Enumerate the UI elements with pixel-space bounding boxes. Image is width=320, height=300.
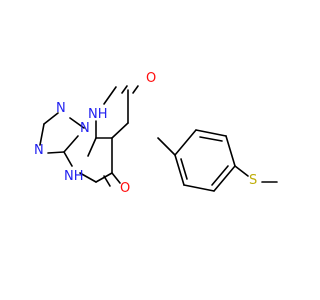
bond-c5-nh [79, 172, 97, 183]
bond-nleft-c3a [47, 151, 65, 154]
sulfur-label: S [249, 173, 257, 188]
molecule-structure: O NH N N N NH O S [34, 71, 278, 196]
bond-ch-phenyl [157, 137, 176, 156]
bond-ph-3 [225, 135, 236, 167]
bond-ph-4 [213, 165, 236, 192]
bond-ph-inner-2 [211, 165, 229, 186]
bond-ph-inner-3 [180, 158, 188, 180]
oxygen-label-bottom: O [120, 181, 130, 196]
bond-ch-nleft [39, 123, 45, 146]
bond-co-top-1 [121, 85, 128, 94]
nitrogen-label-top: N [56, 101, 66, 116]
bonds [39, 85, 278, 192]
bond-ph-2 [195, 129, 227, 137]
nitrogen-label-left: N [34, 143, 44, 158]
bond-co-bottom-1 [111, 172, 121, 184]
bond-co-top-2 [132, 85, 139, 94]
bond-co-bottom-2 [103, 175, 111, 187]
bond-ph-6 [174, 154, 185, 186]
nitrogen-h-label-ring: NH [88, 107, 108, 122]
oxygen-label-top: O [146, 71, 156, 86]
atom-labels: O NH N N N NH O S [34, 71, 257, 196]
bond-ph-inner-1 [199, 136, 223, 142]
bond-nh-c3a [63, 151, 73, 167]
bond-ntop-ch [43, 112, 59, 125]
molecule-canvas: O NH N N N NH O S [34, 71, 278, 196]
nitrogen-label-fusion: N [80, 121, 90, 136]
bond-ch2-ch [111, 122, 129, 139]
nitrogen-h-label-bottom: NH [64, 169, 84, 184]
bond-ph-1 [174, 129, 197, 156]
bond-c-s [234, 165, 249, 177]
bond-ph-5 [183, 184, 215, 192]
bond-c-nh [103, 86, 117, 105]
bond-cfuse-ntr [87, 137, 97, 157]
bond-n-ntop [69, 117, 85, 129]
bond-c3a-n [63, 135, 79, 153]
